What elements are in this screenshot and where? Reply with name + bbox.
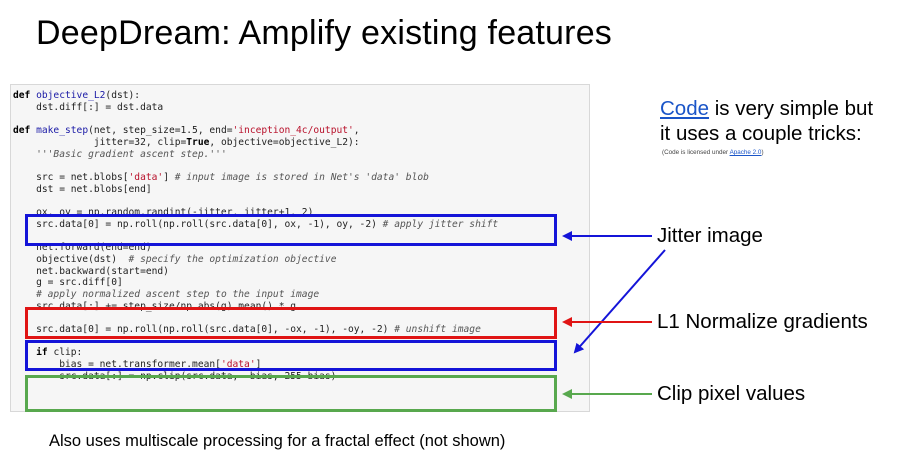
side-note-line-2: it uses a couple tricks:	[660, 122, 862, 145]
code-line: src.data[:] += step_size/np.abs(g).mean(…	[13, 300, 297, 312]
code-line: dst = net.blobs[end]	[13, 183, 152, 195]
code-line: dst.diff[:] = dst.data	[13, 101, 164, 113]
jitter-highlight-box	[25, 214, 557, 246]
side-note-line-1: Code is very simple but	[660, 97, 874, 120]
side-note: Code is very simple but it uses a couple…	[660, 96, 873, 146]
normalize-label: L1 Normalize gradients	[657, 310, 868, 333]
footer-note: Also uses multiscale processing for a fr…	[49, 432, 506, 450]
code-line: ox, oy = np.random.randint(-jitter, jitt…	[13, 207, 314, 219]
slide-title: DeepDream: Amplify existing features	[36, 14, 613, 52]
code-line: bias = net.transformer.mean['data']	[13, 359, 262, 371]
code-line: def make_step(net, step_size=1.5, end='i…	[13, 125, 360, 137]
code-line: objective(dst) # specify the optimizatio…	[13, 253, 337, 265]
code-line: src = net.blobs['data'] # input image is…	[13, 171, 429, 183]
code-line: net.forward(end=end)	[13, 242, 152, 254]
normalize-highlight-box	[25, 307, 557, 339]
license-link[interactable]: Apache 2.0	[729, 149, 762, 156]
code-line: net.backward(start=end)	[13, 265, 169, 277]
unshift-arrow	[573, 249, 666, 354]
code-line: def objective_L2(dst):	[13, 90, 141, 101]
code-line: g = src.diff[0]	[13, 277, 123, 289]
code-link[interactable]: Code	[660, 97, 710, 120]
license-note: (Code is licensed under Apache 2.0)	[662, 149, 764, 156]
code-line: src.data[0] = np.roll(np.roll(src.data[0…	[13, 218, 499, 230]
code-line: # apply normalized ascent step to the in…	[36, 288, 320, 300]
code-block: def objective_L2(dst): dst.diff[:] = dst…	[10, 84, 590, 412]
code-line: if clip:	[36, 347, 83, 359]
clip-highlight-box	[25, 375, 557, 412]
code-line: jitter=32, clip=True, objective=objectiv…	[13, 136, 360, 148]
code-line: src.data[0] = np.roll(np.roll(src.data[0…	[13, 324, 481, 336]
unshift-highlight-box	[25, 340, 557, 371]
jitter-label: Jitter image	[657, 224, 763, 247]
clip-label: Clip pixel values	[657, 382, 806, 405]
code-line: '''Basic gradient ascent step.'''	[36, 148, 227, 160]
